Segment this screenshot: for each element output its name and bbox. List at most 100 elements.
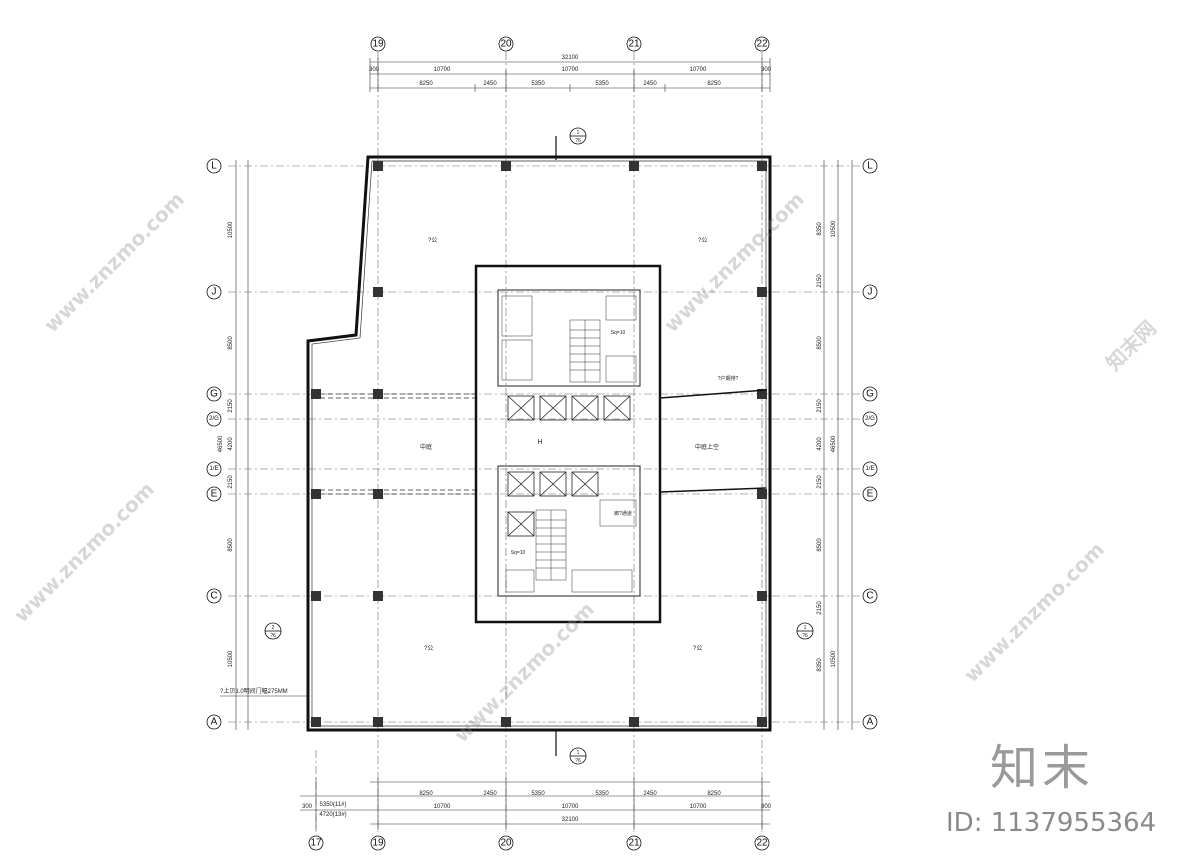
core-inner-top — [497, 289, 641, 387]
dim-left-total: 46500 — [218, 435, 224, 452]
dim-bsub-3: 5350 — [531, 791, 545, 797]
core-rooms — [501, 295, 637, 593]
axis-row-G-right: G — [866, 389, 874, 400]
axis-col-21-top: 21 — [628, 39, 640, 50]
dim-left-4: 4200 — [228, 437, 234, 451]
core-h-mark: H — [537, 439, 542, 446]
dim-left-7: 10500 — [228, 650, 234, 667]
axis-col-21-bottom: 21 — [628, 838, 640, 849]
section-top-sub: ?6 — [575, 138, 581, 144]
dim-sub-6: 8250 — [707, 81, 721, 87]
axis-col-22-bottom: 22 — [756, 838, 768, 849]
section-markers — [264, 127, 814, 765]
dim-bbay-3: 10700 — [690, 804, 707, 810]
room-label-sw: ?公 — [424, 645, 433, 652]
axis-row-1E-left: 1/E — [209, 466, 218, 472]
dim-right-4: 2150 — [817, 399, 823, 413]
building-outline — [306, 155, 772, 732]
dim-sub-2: 2450 — [483, 81, 497, 87]
axis-row-2G-left: 2/G — [209, 416, 219, 422]
dim-total-top: 32100 — [562, 55, 579, 61]
axis-row-J-right: J — [868, 287, 873, 298]
core-corridor-label: 廊?通道 — [614, 510, 632, 517]
core-inner-bottom — [497, 465, 641, 597]
core-outline — [474, 264, 662, 624]
axis-col-20-bottom: 20 — [500, 838, 512, 849]
beams — [312, 393, 476, 495]
room-label-atrium: 中庭 — [420, 443, 432, 451]
dim-right-3: 8500 — [817, 336, 823, 350]
section-bottom-sub: ?6 — [575, 758, 581, 764]
atrium-void-outline — [659, 389, 767, 493]
dim-right-total: 46500 — [831, 435, 837, 452]
axis-bubbles — [206, 36, 878, 851]
dim-bottom-left2: 4720(13#) — [319, 812, 346, 818]
axis-row-G-left: G — [210, 389, 218, 400]
section-right-num: 1 — [804, 625, 807, 631]
tag-top-right: ?户期排? — [718, 375, 739, 382]
axis-col-20-top: 20 — [500, 39, 512, 50]
dim-bsub-2: 2450 — [483, 791, 497, 797]
watermark-logo: 知末 — [990, 740, 1095, 796]
core-sq-bottom: Sq=10 — [511, 550, 526, 556]
axis-row-J-left: J — [212, 287, 217, 298]
side-dimensions — [235, 160, 853, 730]
dim-bedge-r: 300 — [761, 804, 772, 810]
dim-sub-4: 5350 — [595, 81, 609, 87]
dim-sub-3: 5350 — [531, 81, 545, 87]
dim-left-5: 2150 — [228, 475, 234, 489]
dim-right-5: 4200 — [817, 437, 823, 451]
room-label-nw: ?公 — [428, 237, 437, 244]
dim-bsub-4: 5350 — [595, 791, 609, 797]
dim-btotal: 32100 — [562, 817, 579, 823]
section-top-num: 1 — [577, 130, 580, 136]
dim-bedge-l: 300 — [302, 804, 313, 810]
axis-row-E-left: E — [211, 489, 218, 500]
dim-right-2: 2150 — [817, 274, 823, 288]
axis-row-2G-right: 2/G — [865, 416, 875, 422]
room-label-ne: ?公 — [698, 237, 707, 244]
axis-row-C-left: C — [210, 591, 217, 602]
dim-bbay-2: 10700 — [562, 804, 579, 810]
dim-bsub-6: 8250 — [707, 791, 721, 797]
dim-right-bay-1: 10500 — [831, 220, 837, 237]
elevators-top — [507, 395, 631, 537]
dim-edge-tl: 300 — [369, 67, 380, 73]
note-bottom-left: ?上贝1.0明间门幅275MM — [220, 687, 288, 695]
dim-right-6: 2150 — [817, 475, 823, 489]
axis-row-L-left: L — [211, 161, 217, 172]
stairs — [535, 319, 601, 581]
dim-right-bay-2: 10500 — [831, 650, 837, 667]
axis-row-A-right: A — [867, 717, 874, 728]
axis-col-17-bottom: 17 — [310, 838, 322, 849]
axis-col-19-bottom: 19 — [372, 838, 384, 849]
dim-bay-2: 10700 — [562, 67, 579, 73]
room-label-atrium-void: 中庭上空 — [695, 443, 719, 451]
dim-bay-1: 10700 — [434, 67, 451, 73]
top-dimensions — [369, 58, 771, 92]
dim-bay-3: 10700 — [690, 67, 707, 73]
axis-row-C-right: C — [866, 591, 873, 602]
dim-left-6: 8500 — [228, 538, 234, 552]
dim-right-7: 8500 — [817, 538, 823, 552]
dim-right-9: 8350 — [817, 658, 823, 672]
dim-left-3: 2150 — [228, 399, 234, 413]
dim-sub-1: 8250 — [419, 81, 433, 87]
dim-left-1: 10500 — [228, 221, 234, 238]
dim-right-8: 2150 — [817, 601, 823, 615]
section-right-sub: ?6 — [802, 633, 808, 639]
dim-left-2: 8500 — [228, 336, 234, 350]
axis-col-19-top: 19 — [372, 39, 384, 50]
dim-bsub-1: 8250 — [419, 791, 433, 797]
axis-col-22-top: 22 — [756, 39, 768, 50]
room-label-se: ?公 — [693, 645, 702, 652]
dim-bsub-5: 2450 — [643, 791, 657, 797]
section-left-sub: ?6 — [270, 633, 276, 639]
watermark-id: ID: 1137955364 — [946, 808, 1157, 838]
dim-edge-tr: 300 — [761, 67, 772, 73]
dim-sub-5: 2450 — [643, 81, 657, 87]
dim-bottom-left1: 5350(11#) — [320, 802, 347, 808]
core-sq-top: Sq=10 — [611, 330, 626, 336]
section-left-num: 2 — [272, 625, 275, 631]
